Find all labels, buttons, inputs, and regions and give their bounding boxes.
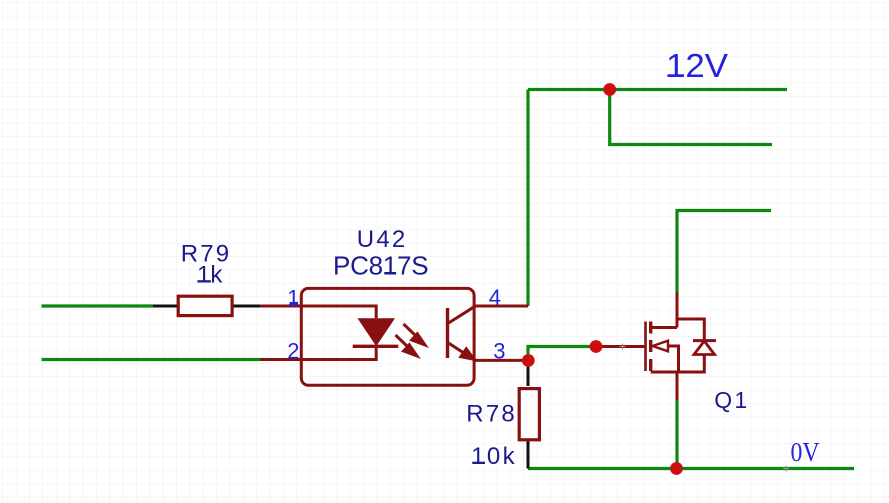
svg-text:10k: 10k <box>471 443 516 470</box>
svg-text:0V: 0V <box>791 437 820 467</box>
svg-text:1k: 1k <box>197 262 223 289</box>
svg-text:3: 3 <box>493 339 505 364</box>
svg-text:R78: R78 <box>466 401 514 428</box>
svg-text:R79: R79 <box>181 241 229 268</box>
svg-text:PC817S: PC817S <box>333 251 429 281</box>
svg-text:1: 1 <box>287 285 299 310</box>
svg-text:Q1: Q1 <box>714 387 747 413</box>
svg-text:4: 4 <box>489 285 501 310</box>
svg-text:12V: 12V <box>666 47 728 84</box>
svg-text:U42: U42 <box>357 226 406 253</box>
svg-text:2: 2 <box>287 338 299 363</box>
